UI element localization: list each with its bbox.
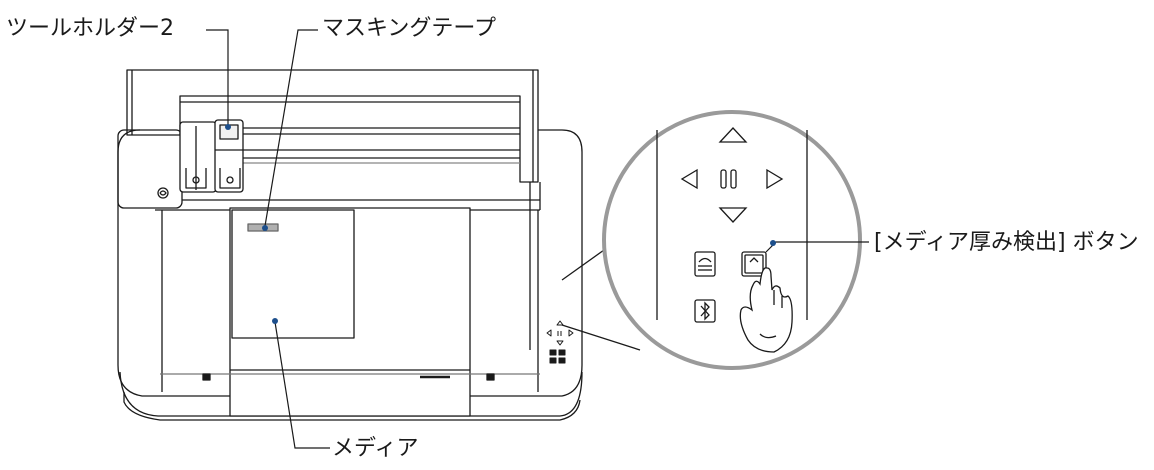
masking-tape-label: マスキングテープ: [322, 16, 497, 41]
media-label: メディア: [332, 436, 419, 461]
media-thickness-button-label: [メディア厚み検出] ボタン: [874, 230, 1139, 255]
tool-holders: [179, 119, 244, 193]
cut-mat-icon: [694, 251, 716, 277]
bluetooth-icon: [694, 299, 716, 323]
right-triangle-icon: [766, 168, 784, 190]
pause-icon: [720, 169, 737, 189]
finger-pointer-icon: [739, 267, 793, 353]
body-control-panel: [546, 320, 574, 364]
magnified-panel: [602, 110, 862, 370]
callout-dots: [225, 124, 776, 324]
down-triangle-icon: [718, 207, 748, 223]
leader-lines: [206, 29, 869, 449]
media-thickness-icon: [741, 251, 767, 277]
up-triangle-icon: [718, 127, 748, 143]
tool-holder-2-label: ツールホルダー2: [6, 16, 174, 41]
left-triangle-icon: [680, 168, 698, 190]
